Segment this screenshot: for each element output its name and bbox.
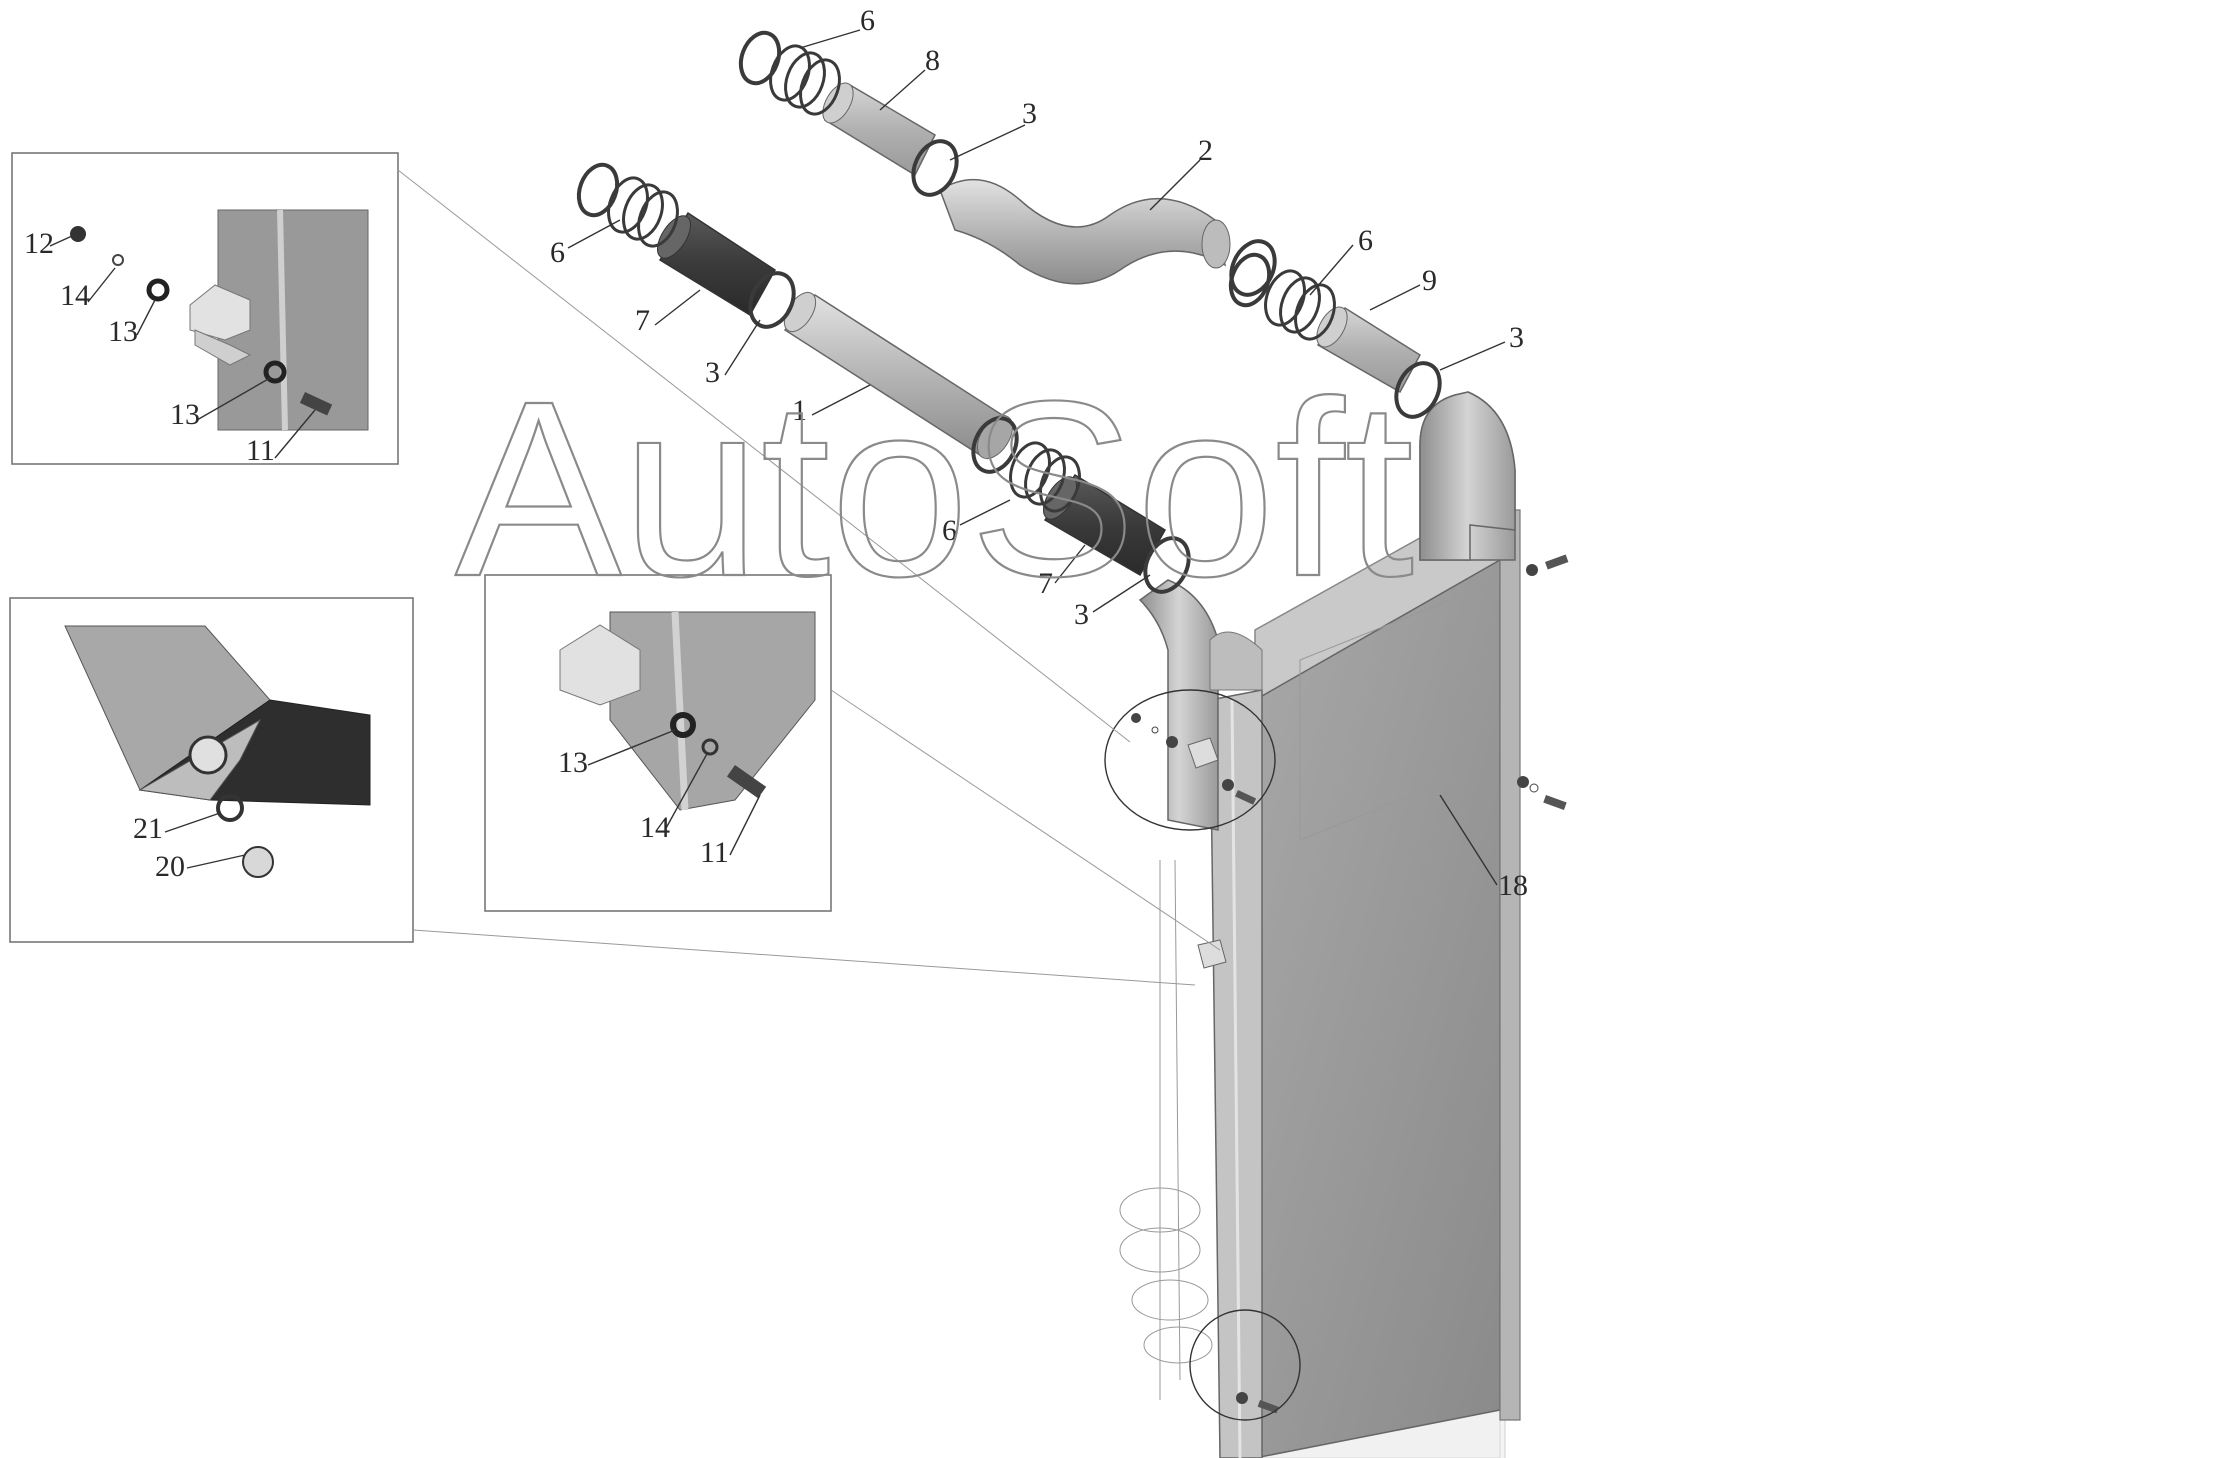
inset-bottom-left (9, 597, 414, 943)
callout-7-left: 7 (635, 304, 650, 337)
callout-14-inset: 14 (60, 279, 90, 312)
callout-18: 18 (1498, 869, 1528, 902)
callout-2: 2 (1198, 134, 1213, 167)
right-elbow-pipe (1419, 391, 1516, 561)
callout-3-top: 3 (1022, 97, 1037, 130)
inset-center (484, 574, 832, 912)
spring-clamp-set (576, 30, 1336, 513)
callout-11-center: 11 (700, 836, 729, 869)
hose-7-left (657, 211, 776, 317)
callout-1: 1 (792, 394, 807, 427)
callout-labels: 6 8 3 2 6 7 3 1 6 9 3 6 7 3 18 12 14 13 … (24, 4, 1528, 902)
callout-13-inset-b: 13 (170, 398, 200, 431)
callout-13-center: 13 (558, 746, 588, 779)
callout-leaders (49, 29, 1506, 886)
callout-6-mid: 6 (942, 514, 957, 547)
callout-6-right: 6 (1358, 224, 1373, 257)
callout-3-right: 3 (1509, 321, 1524, 354)
hose-9 (1316, 306, 1421, 394)
watermark-text: AutoSoft (455, 349, 1414, 628)
callout-9: 9 (1422, 264, 1437, 297)
clamp-set (748, 139, 1442, 594)
callout-7-mid: 7 (1038, 567, 1053, 600)
hose-8 (822, 82, 936, 177)
core-fasteners (1131, 554, 1569, 1414)
callout-20: 20 (155, 850, 185, 883)
callout-14-center: 14 (640, 811, 670, 844)
callout-6-top: 6 (860, 4, 875, 37)
callout-13-inset-a: 13 (108, 315, 138, 348)
callout-11-inset: 11 (246, 434, 275, 467)
callout-3-left: 3 (705, 356, 720, 389)
callout-8: 8 (925, 44, 940, 77)
callout-3-mid: 3 (1074, 598, 1089, 631)
inset-leaders (397, 169, 1221, 986)
detail-circle-lower (1189, 1309, 1301, 1421)
hose-7-mid (1043, 473, 1167, 577)
callout-6-left: 6 (550, 236, 565, 269)
callout-12: 12 (24, 227, 54, 260)
pipe-2 (939, 178, 1231, 285)
callout-21: 21 (133, 812, 163, 845)
detail-circle-upper (1104, 689, 1276, 831)
